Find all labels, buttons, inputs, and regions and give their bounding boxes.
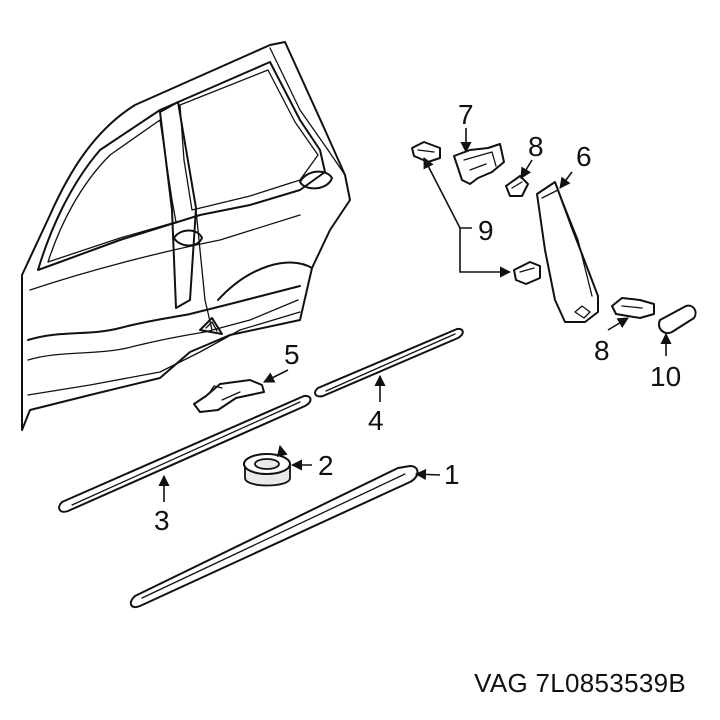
- leader-2b: [276, 444, 288, 458]
- callout-7: 7: [458, 99, 474, 130]
- part-9-clip-lower: [513, 261, 541, 285]
- callout-6: 6: [576, 141, 592, 172]
- rear-quarter-line: [269, 47, 346, 176]
- part-1-lower-moulding: [129, 465, 419, 608]
- callout-10: 10: [650, 361, 681, 392]
- front-door-handle: [173, 229, 203, 247]
- part-4-rear-moulding: [314, 327, 464, 398]
- b-pillar: [159, 101, 197, 309]
- leader-lines: [158, 128, 672, 502]
- part-9-clip-upper: [411, 141, 441, 163]
- car-door-illustration: [21, 41, 351, 431]
- leader-9: [459, 227, 512, 278]
- callout-3: 3: [154, 505, 170, 536]
- sill-line-lower: [27, 299, 299, 361]
- part-8-clip-upper: [505, 175, 529, 197]
- callout-8-upper: 8: [528, 131, 544, 162]
- part-number-caption: VAG 7L0853539B: [474, 668, 686, 698]
- rear-door-handle: [299, 170, 333, 190]
- callout-1: 1: [444, 459, 460, 490]
- callout-2: 2: [318, 450, 334, 481]
- leader-8a: [520, 159, 533, 179]
- callout-8-lower: 8: [594, 335, 610, 366]
- leader-9b: [423, 157, 461, 229]
- leader-1: [414, 468, 441, 481]
- part-7-bracket: [453, 143, 505, 185]
- window-frame-inner: [37, 61, 326, 271]
- part-5-end-cap: [193, 379, 265, 413]
- sill-vent-inner: [205, 321, 218, 332]
- part-2-clip: [243, 453, 291, 487]
- rear-window-glass: [179, 69, 319, 211]
- leader-8b: [607, 317, 629, 331]
- part-6-pillar-trim: [536, 181, 599, 323]
- leader-6: [559, 171, 573, 189]
- sill-line-upper: [27, 285, 301, 341]
- wheel-arch: [217, 261, 313, 301]
- belt-line: [29, 214, 301, 291]
- part-3-door-moulding: [58, 394, 312, 513]
- sill-bottom: [27, 311, 301, 396]
- part-10-end-cap: [658, 304, 697, 334]
- leader-5: [262, 369, 289, 383]
- callout-4: 4: [368, 405, 384, 436]
- door-outer-frame: [21, 41, 351, 431]
- callout-5: 5: [284, 339, 300, 370]
- sill-vent: [199, 317, 223, 335]
- part-8-clip-lower: [611, 297, 655, 319]
- callout-9: 9: [478, 215, 494, 246]
